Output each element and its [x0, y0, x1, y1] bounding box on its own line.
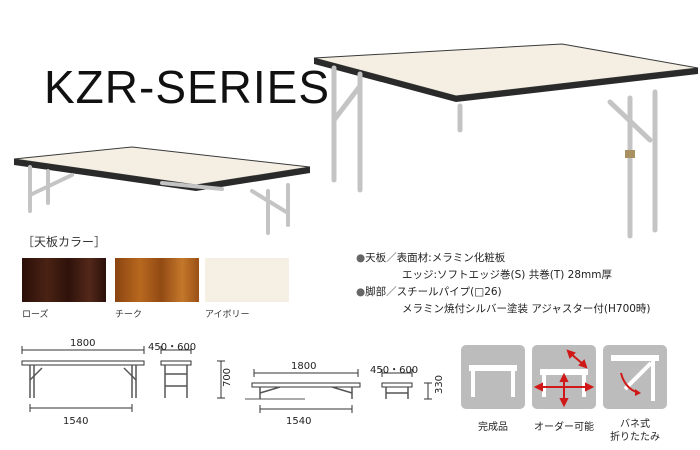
- feature-custom: [532, 345, 596, 409]
- low-width-label: 1800: [291, 361, 317, 372]
- tall-front-drawing: [21, 346, 145, 412]
- spec-line-4: メラミン焼付シルバー塗装 アジャスター付(H700時): [402, 303, 651, 315]
- low-table-image: [13, 146, 311, 235]
- spring-fold-icon: [611, 355, 659, 401]
- swatch-ivory: [205, 258, 289, 302]
- spec-bullet-3: ●: [356, 286, 366, 298]
- low-inner-label: 1540: [286, 416, 312, 427]
- spec-bullet-1: ●: [356, 252, 366, 264]
- tall-table-image: [313, 43, 699, 239]
- low-depth-label: 450・600: [370, 365, 419, 376]
- swatch-rose: [22, 258, 106, 302]
- low-side-drawing: [381, 369, 432, 400]
- tall-height-label: 700: [222, 367, 234, 388]
- swatch-teak: [115, 258, 199, 302]
- series-title: KZR-SERIES: [44, 61, 331, 113]
- custom-size-icon: [533, 349, 595, 408]
- floor-line: [245, 398, 305, 400]
- feature-assembled: [461, 345, 525, 409]
- feature-label-custom: オーダー可能: [534, 422, 594, 433]
- feature-label-assembled: 完成品: [478, 422, 508, 433]
- spec-line-1: ●天板／表面材:メラミン化粧板: [356, 252, 506, 264]
- spec-line-2: エッジ:ソフトエッジ巻(S) 共巻(T) 28mm厚: [402, 269, 612, 281]
- low-height-label: 330: [434, 374, 446, 395]
- tall-inner-label: 1540: [63, 416, 89, 427]
- tall-width-label: 1800: [70, 338, 96, 349]
- feature-spring-fold: [603, 345, 667, 409]
- tall-depth-label: 450・600: [148, 342, 197, 353]
- low-front-drawing: [251, 369, 361, 413]
- swatch-label-rose: ローズ: [22, 310, 49, 320]
- swatch-label-teak: チーク: [115, 310, 143, 320]
- top-color-heading: ［天板カラー］: [22, 235, 107, 249]
- spec-line-3: ●脚部／スチールパイプ(□26): [356, 286, 502, 298]
- tall-side-drawing: [160, 346, 225, 399]
- assembled-table-icon: [469, 365, 517, 397]
- swatch-label-ivory: アイボリー: [205, 310, 250, 320]
- feature-label-spring-fold: バネ式 折りたたみ: [610, 419, 660, 443]
